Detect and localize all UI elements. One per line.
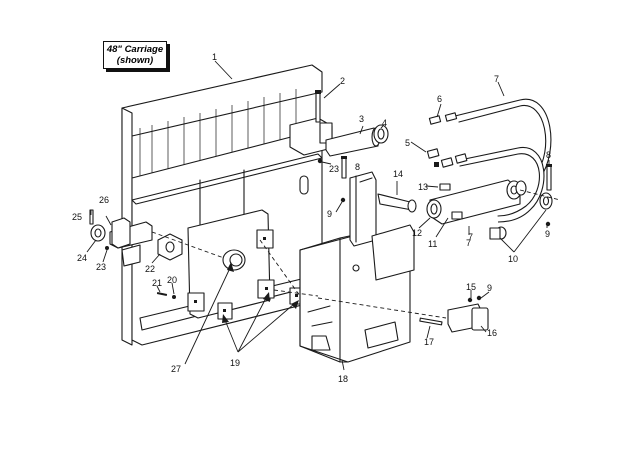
assembly-lines [151, 189, 561, 319]
callout-7a: 7 [494, 74, 499, 84]
callout-20: 20 [167, 275, 177, 285]
callout-14: 14 [393, 169, 403, 179]
washer-4 [373, 124, 389, 144]
callout-3: 3 [359, 114, 364, 124]
hex-nut-22 [157, 233, 183, 261]
fittings-11-13 [439, 183, 463, 220]
fittings-5-6 [426, 112, 468, 168]
callout-8a: 8 [355, 162, 360, 172]
callout-17: 17 [424, 337, 434, 347]
callout-23a: 23 [329, 164, 339, 174]
callout-25: 25 [72, 212, 82, 222]
callout-27: 27 [171, 364, 181, 374]
callout-6: 6 [437, 94, 442, 104]
pin-3 [325, 127, 381, 157]
callout-13: 13 [418, 182, 428, 192]
bolt-8b [546, 164, 552, 191]
callout-22: 22 [145, 264, 155, 274]
callout-numbers: 1 2 3 4 5 6 7 8 23 8 14 13 9 12 11 7 10 … [72, 52, 551, 384]
callout-5: 5 [405, 138, 410, 148]
bolt-8a [341, 156, 347, 179]
callout-2: 2 [340, 76, 345, 86]
callout-15: 15 [466, 282, 476, 292]
callout-9a: 9 [327, 209, 332, 219]
callout-4: 4 [382, 118, 387, 128]
small-fasteners [156, 158, 551, 303]
pin-2 [315, 90, 321, 123]
leader-lines [86, 60, 550, 371]
bolt-17 [419, 317, 443, 326]
callout-10: 10 [508, 254, 518, 264]
callout-24: 24 [77, 253, 87, 263]
callout-11: 11 [428, 239, 437, 249]
callout-26: 26 [99, 195, 109, 205]
callout-18: 18 [338, 374, 348, 384]
carriage-caption: 48" Carriage (shown) [103, 41, 167, 69]
left-hardware [89, 209, 131, 250]
rod-14 [377, 193, 417, 213]
caption-line-2: (shown) [116, 55, 154, 66]
caption-line-1: 48" Carriage [106, 44, 164, 55]
callout-9c: 9 [487, 283, 492, 293]
callout-7b: 7 [466, 238, 471, 248]
callout-8b: 8 [546, 150, 551, 160]
callout-1: 1 [212, 52, 217, 62]
callout-23b: 23 [96, 262, 106, 272]
callout-21: 21 [152, 278, 162, 288]
slide-mount [299, 171, 415, 363]
callout-19: 19 [230, 358, 240, 368]
callout-7c: 7 [468, 232, 473, 242]
callout-16: 16 [487, 328, 497, 338]
callout-12: 12 [412, 228, 422, 238]
pin-16 [447, 303, 489, 333]
callout-9b: 9 [545, 229, 550, 239]
